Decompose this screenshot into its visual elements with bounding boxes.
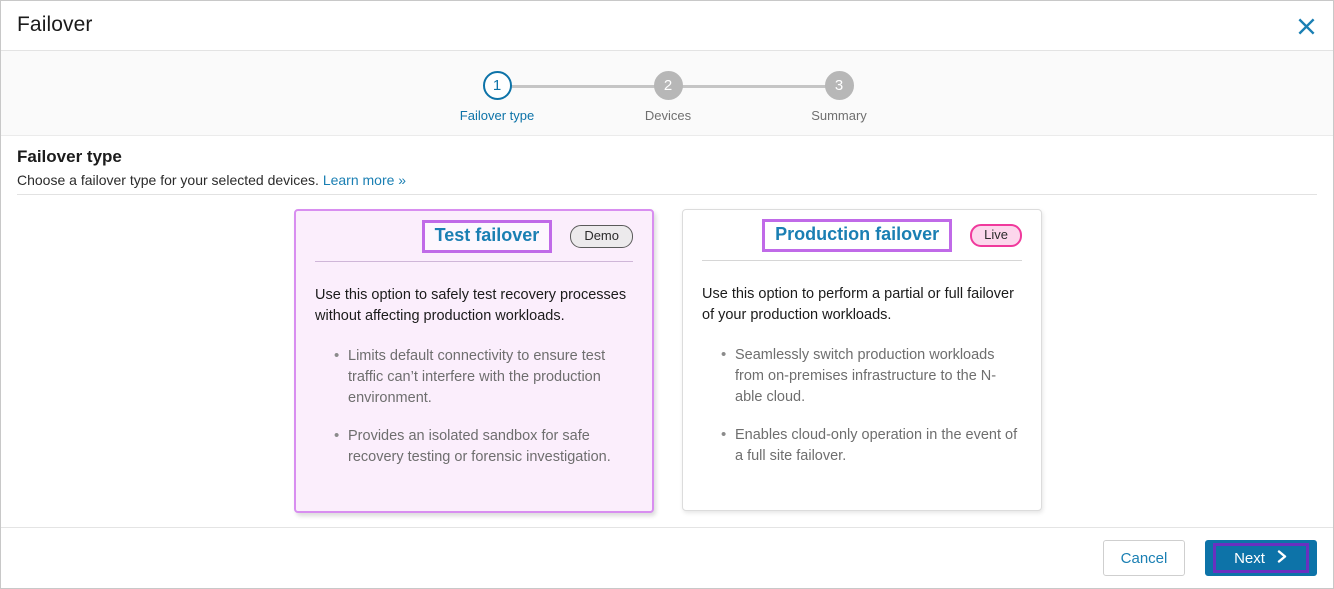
next-button[interactable]: Next <box>1205 540 1317 576</box>
section-divider <box>17 194 1317 195</box>
option-card-production-failover[interactable]: Production failover Live Use this option… <box>682 209 1042 511</box>
list-item: Seamlessly switch production workloads f… <box>721 344 1022 408</box>
stepper-connector-2-3 <box>682 85 838 88</box>
stepper-connector-1-2 <box>511 85 667 88</box>
dialog-footer: Cancel Next <box>1 527 1333 588</box>
option-intro-text: Use this option to perform a partial or … <box>702 286 1014 323</box>
chevron-right-icon <box>1277 549 1288 567</box>
option-bullet-list: Limits default connectivity to ensure te… <box>315 345 633 468</box>
option-card-divider <box>702 260 1022 261</box>
option-title[interactable]: Test failover <box>434 224 540 245</box>
status-badge-demo: Demo <box>570 224 633 248</box>
close-button[interactable] <box>1289 9 1323 43</box>
page-subtitle: Choose a failover type for your selected… <box>17 172 406 188</box>
option-card-divider <box>315 261 633 262</box>
stepper-step-failover-type[interactable]: 1 Failover type <box>417 71 577 123</box>
stepper-step-label: Devices <box>644 108 692 123</box>
option-card-header: Production failover Live <box>702 210 1022 260</box>
dialog-title: Failover <box>17 13 93 36</box>
stepper-step-number: 1 <box>482 71 512 100</box>
option-card-test-failover[interactable]: Test failover Demo Use this option to sa… <box>294 209 654 513</box>
stepper-step-number: 3 <box>824 71 854 100</box>
option-title-highlight: Production failover <box>762 218 953 252</box>
option-title[interactable]: Production failover <box>775 223 940 244</box>
failover-type-options: Test failover Demo Use this option to sa… <box>1 209 1333 519</box>
option-card-header: Test failover Demo <box>315 211 633 261</box>
next-button-highlight: Next <box>1213 543 1309 573</box>
option-title-highlight: Test failover <box>421 219 553 253</box>
page-subtitle-text: Choose a failover type for your selected… <box>17 172 319 188</box>
stepper-step-summary[interactable]: 3 Summary <box>759 71 919 123</box>
stepper-step-label: Summary <box>811 108 867 123</box>
option-intro-text: Use this option to safely test recovery … <box>315 287 627 324</box>
close-x-icon <box>1298 18 1315 35</box>
wizard-stepper: 1 Failover type 2 Devices 3 Summary <box>1 51 1333 136</box>
page-title: Failover type <box>17 147 122 166</box>
list-item: Provides an isolated sandbox for safe re… <box>334 425 633 468</box>
dialog-titlebar: Failover <box>1 1 1333 51</box>
list-item: Enables cloud-only operation in the even… <box>721 424 1022 467</box>
learn-more-link[interactable]: Learn more » <box>322 172 407 188</box>
list-item: Limits default connectivity to ensure te… <box>334 345 633 409</box>
status-badge-live: Live <box>970 223 1022 247</box>
next-button-label: Next <box>1234 549 1265 567</box>
stepper-step-devices[interactable]: 2 Devices <box>588 71 748 123</box>
cancel-button[interactable]: Cancel <box>1103 540 1185 576</box>
stepper-step-label: Failover type <box>459 108 535 123</box>
stepper-step-number: 2 <box>653 71 683 100</box>
option-bullet-list: Seamlessly switch production workloads f… <box>702 344 1022 467</box>
